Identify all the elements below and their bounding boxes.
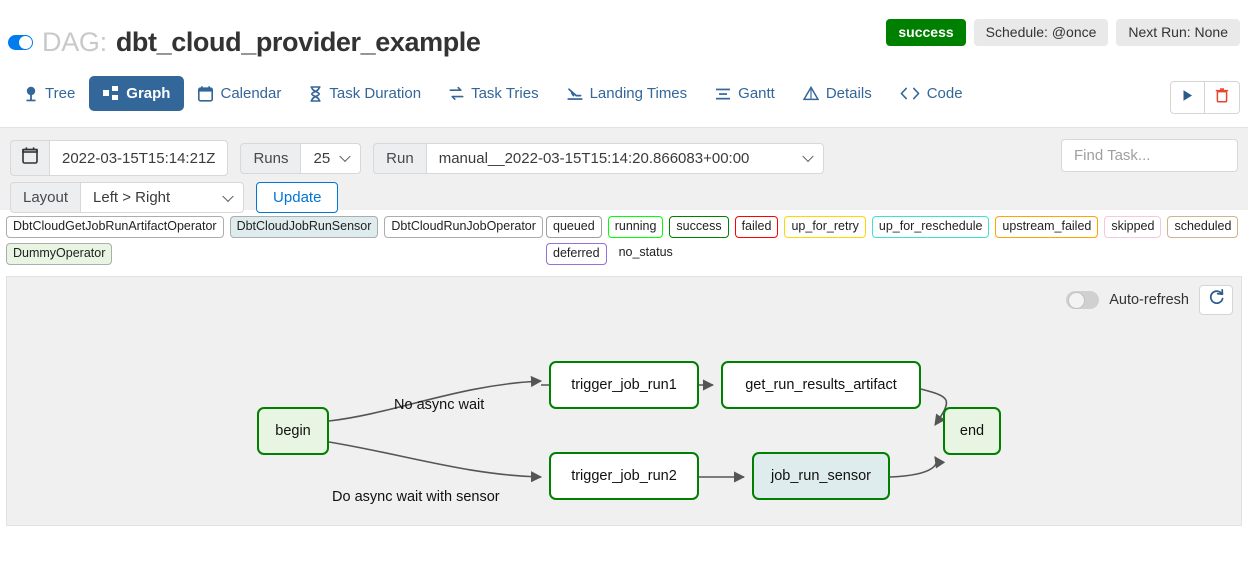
schedule-badge: Schedule: @once xyxy=(973,19,1109,46)
operator-legend-chip[interactable]: DbtCloudGetJobRunArtifactOperator xyxy=(6,216,224,238)
graph-canvas[interactable]: Auto-refresh begin trigger_job_run1 get_ru… xyxy=(6,275,1242,526)
operator-legend-chip[interactable]: DummyOperator xyxy=(6,242,113,265)
graph-edge-label: No async wait xyxy=(394,396,485,413)
dag-prefix-label: DAG: xyxy=(42,27,107,57)
tree-icon xyxy=(24,86,38,102)
play-icon xyxy=(1181,89,1194,107)
find-task-input[interactable]: Find Task... xyxy=(1061,139,1238,172)
runs-label: Runs xyxy=(240,142,301,174)
delete-dag-button[interactable] xyxy=(1205,81,1240,114)
auto-refresh-toggle[interactable] xyxy=(1066,290,1100,310)
manual-refresh-button[interactable] xyxy=(1199,284,1233,315)
graph-node-begin[interactable]: begin xyxy=(257,406,329,455)
state-legend-chip[interactable]: deferred xyxy=(546,242,607,265)
filter-row-primary: 2022-03-15T15:14:21Z Runs 25 Run manual_… xyxy=(10,140,1238,176)
refresh-controls: Auto-refresh xyxy=(1066,284,1233,315)
run-group: Run manual__2022-03-15T15:14:20.866083+0… xyxy=(373,142,824,174)
tab-details-label: Details xyxy=(825,85,872,102)
tab-task-tries-label: Task Tries xyxy=(471,85,539,102)
landing-icon xyxy=(567,86,583,101)
tab-tree[interactable]: Tree xyxy=(10,76,89,111)
update-button[interactable]: Update xyxy=(256,182,339,213)
tab-calendar[interactable]: Calendar xyxy=(184,76,295,111)
graph-node-end[interactable]: end xyxy=(943,406,1001,455)
retry-icon xyxy=(449,86,464,101)
tab-tree-label: Tree xyxy=(45,85,76,102)
auto-refresh-label: Auto-refresh xyxy=(1109,291,1189,308)
state-legend-chip[interactable]: up_for_retry xyxy=(784,216,866,238)
tab-task-duration[interactable]: Task Duration xyxy=(295,76,435,111)
code-icon xyxy=(900,87,920,100)
tab-task-duration-label: Task Duration xyxy=(329,85,422,102)
tab-landing-times-label: Landing Times xyxy=(589,85,688,102)
layout-select[interactable]: Left > Right xyxy=(80,182,245,213)
state-legend-chip[interactable]: scheduled xyxy=(1167,216,1239,238)
tab-code-label: Code xyxy=(926,85,963,102)
view-tabs: Tree Graph Calendar Task Duration Task T xyxy=(10,76,977,111)
dag-title: DAG: dbt_cloud_provider_example xyxy=(8,27,481,58)
state-legend-chip[interactable]: success xyxy=(669,216,729,238)
page-header: DAG: dbt_cloud_provider_example success … xyxy=(0,0,1248,70)
execution-date-group: 2022-03-15T15:14:21Z xyxy=(10,140,229,176)
graph-node-get_run_results_artifact[interactable]: get_run_results_artifact xyxy=(721,360,921,409)
hourglass-icon xyxy=(309,85,322,102)
state-legend-chip[interactable]: queued xyxy=(546,216,602,238)
operator-legend-chip[interactable]: DbtCloudJobRunSensor xyxy=(229,216,379,238)
tab-code[interactable]: Code xyxy=(886,76,977,111)
tab-landing-times[interactable]: Landing Times xyxy=(553,76,702,111)
tab-graph[interactable]: Graph xyxy=(89,76,185,111)
graph-node-trigger_job_run2[interactable]: trigger_job_run2 xyxy=(549,451,699,500)
run-select[interactable]: manual__2022-03-15T15:14:20.866083+00:00 xyxy=(425,142,824,174)
tab-details[interactable]: Details xyxy=(789,76,886,111)
tab-gantt[interactable]: Gantt xyxy=(701,76,789,111)
calendar-picker-button[interactable] xyxy=(10,140,49,176)
runs-group: Runs 25 xyxy=(240,142,362,174)
tab-calendar-label: Calendar xyxy=(220,85,282,102)
status-badge-success: success xyxy=(886,19,966,46)
state-legend-chip[interactable]: skipped xyxy=(1104,216,1162,238)
state-legend-chip[interactable]: up_for_reschedule xyxy=(871,216,990,238)
state-legend-chip[interactable]: running xyxy=(607,216,664,238)
no-status-label: no_status xyxy=(618,244,673,259)
run-label: Run xyxy=(373,142,426,174)
calendar-icon xyxy=(198,85,214,102)
graph-node-job_run_sensor[interactable]: job_run_sensor xyxy=(752,451,890,500)
view-tabs-bar: Tree Graph Calendar Task Duration Task T xyxy=(0,70,1248,128)
dag-action-buttons xyxy=(1170,81,1240,114)
layout-group: Layout Left > Right xyxy=(10,182,245,213)
header-badge-group: success Schedule: @once Next Run: None xyxy=(886,19,1240,46)
state-legend-chip[interactable]: upstream_failed xyxy=(995,216,1099,238)
dag-name-label: dbt_cloud_provider_example xyxy=(115,27,481,57)
graph-icon xyxy=(103,86,119,101)
refresh-icon xyxy=(1208,288,1225,311)
gantt-icon xyxy=(715,87,731,101)
state-legend-chip[interactable]: failed xyxy=(734,216,779,238)
tab-graph-label: Graph xyxy=(126,85,171,102)
operator-legend-chip[interactable]: DbtCloudRunJobOperator xyxy=(384,216,543,238)
runs-select[interactable]: 25 xyxy=(300,142,362,174)
calendar-icon xyxy=(22,147,38,169)
dag-pause-toggle[interactable] xyxy=(8,35,33,50)
filter-row-secondary: Layout Left > Right Update xyxy=(10,182,1238,213)
graph-edge-label: Do async wait with sensor xyxy=(332,488,500,505)
filter-bar: 2022-03-15T15:14:21Z Runs 25 Run manual_… xyxy=(0,128,1248,213)
layout-label: Layout xyxy=(10,182,81,213)
tab-task-tries[interactable]: Task Tries xyxy=(435,76,553,111)
execution-date-input[interactable]: 2022-03-15T15:14:21Z xyxy=(49,140,229,176)
tab-gantt-label: Gantt xyxy=(738,85,775,102)
triangle-icon xyxy=(802,86,819,101)
trash-icon xyxy=(1215,87,1229,108)
next-run-badge: Next Run: None xyxy=(1116,19,1240,46)
graph-node-trigger_job_run1[interactable]: trigger_job_run1 xyxy=(549,360,699,409)
trigger-dag-button[interactable] xyxy=(1170,81,1205,114)
